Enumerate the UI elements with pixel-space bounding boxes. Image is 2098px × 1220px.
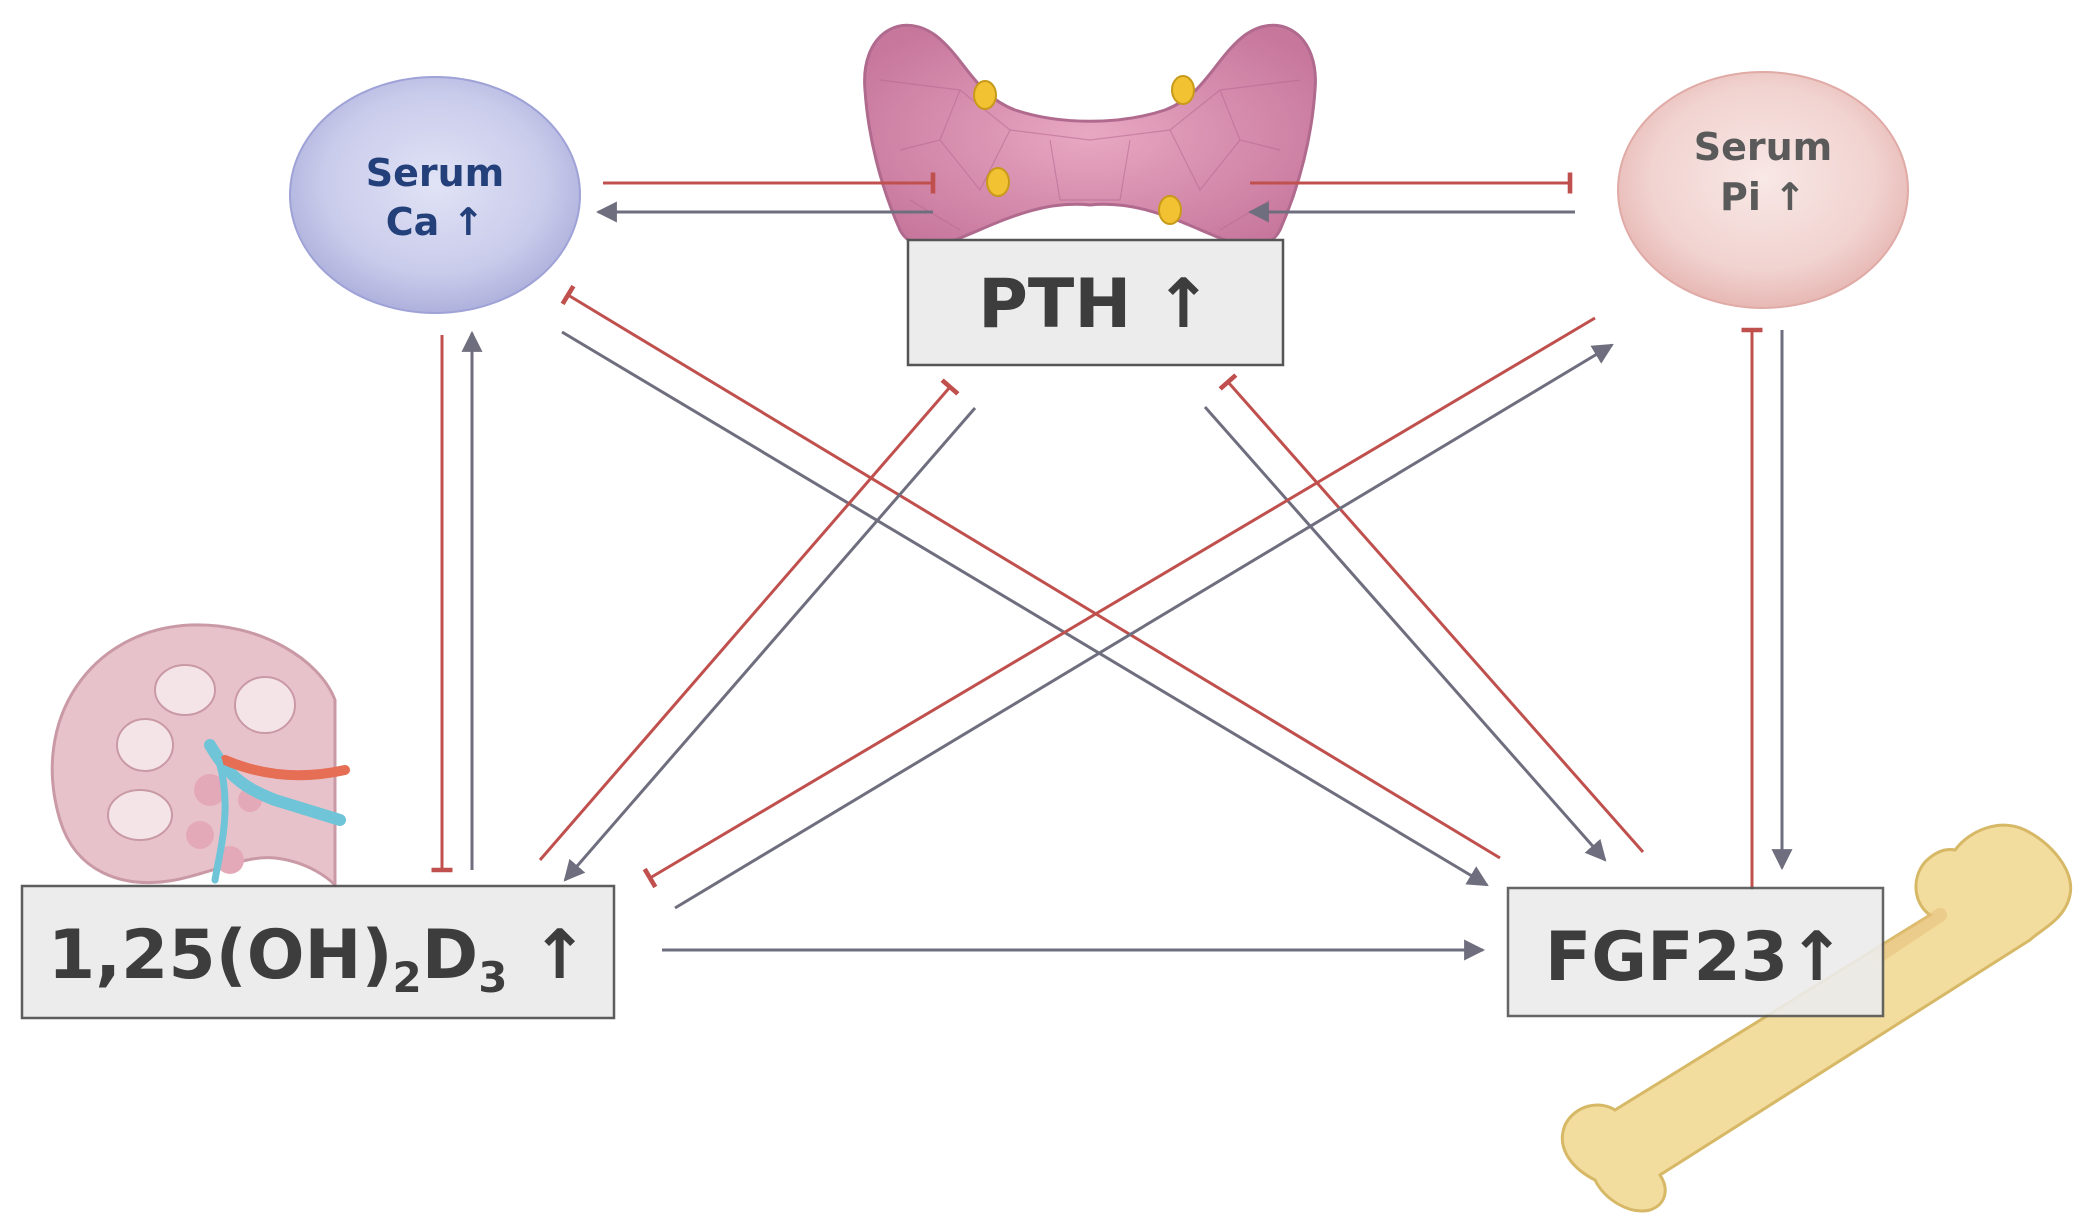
fgf23-inhibits-pth (1218, 373, 1645, 853)
vitd-label: 1,25(OH)2D3 ↑ (48, 916, 588, 1002)
vitd-inhibits-pth (538, 378, 960, 861)
pth-node: PTH ↑ (906, 238, 1285, 367)
pi-inhibits-vitd (642, 316, 1596, 889)
ca-stimulates-fgf23 (561, 330, 1489, 887)
serum-pi-node: Serum Pi ↑ (1617, 71, 1909, 309)
regulation-arrows (431, 172, 1793, 961)
serum-ca-node: Serum Ca ↑ (289, 76, 581, 314)
pth-stimulates-vitd (563, 407, 977, 882)
parathyroid-gland-icon (863, 23, 1317, 247)
bone-icon (1560, 823, 2073, 1213)
serum-pi-line1: Serum (1694, 125, 1833, 169)
pth-stimulates-fgf23 (1203, 406, 1607, 862)
vitd-node: 1,25(OH)2D3 ↑ (20, 884, 616, 1020)
pth-label: PTH ↑ (978, 265, 1212, 344)
fgf23-label: FGF23↑ (1545, 918, 1845, 997)
kidney-icon (50, 623, 350, 889)
serum-pi-line2: Pi ↑ (1720, 175, 1806, 219)
serum-ca-line1: Serum (366, 151, 505, 195)
serum-ca-line2: Ca ↑ (386, 200, 485, 244)
fgf23-inhibits-ca (560, 284, 1501, 860)
vitd-stimulates-pi (674, 343, 1614, 910)
fgf23-node: FGF23↑ (1506, 886, 1885, 1018)
